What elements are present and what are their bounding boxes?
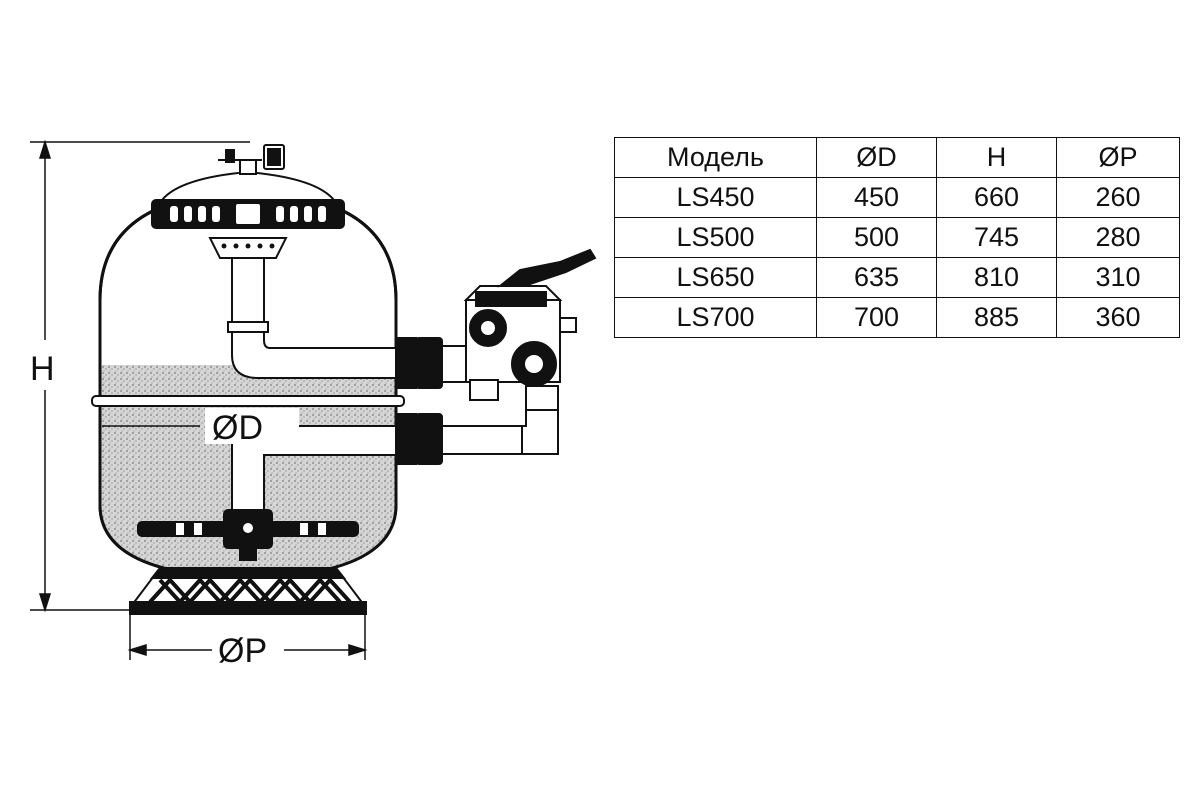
cell-base: 280 — [1056, 217, 1180, 258]
cell-base: 260 — [1056, 177, 1180, 218]
cell-height: 660 — [936, 177, 1057, 218]
height-label-bg — [28, 340, 62, 390]
base-label: ØP — [218, 632, 267, 670]
table-row: LS500 500 745 280 — [614, 217, 1180, 258]
internal-pipes — [137, 237, 399, 561]
cell-height: 745 — [936, 217, 1057, 258]
header-diameter: ØD — [816, 137, 937, 178]
header-model: Модель — [614, 137, 817, 178]
cell-model: LS450 — [614, 177, 817, 218]
cell-model: LS700 — [614, 297, 817, 338]
cell-model: LS500 — [614, 217, 817, 258]
height-label: H — [30, 350, 55, 388]
spec-table: Модель ØD H ØP LS450 450 660 260 LS500 5… — [614, 137, 1180, 338]
header-height: H — [936, 137, 1057, 178]
multiport-valve — [463, 248, 597, 411]
table-row: LS700 700 885 360 — [614, 297, 1180, 338]
cell-diameter: 700 — [816, 297, 937, 338]
tank-band — [91, 395, 405, 407]
pipe-unions — [395, 337, 559, 465]
table-row: LS450 450 660 260 — [614, 177, 1180, 218]
cell-height: 810 — [936, 257, 1057, 298]
diameter-label-bg — [205, 408, 299, 444]
cell-height: 885 — [936, 297, 1057, 338]
tank-lid — [151, 144, 345, 229]
table-header-row: Модель ØD H ØP — [614, 137, 1180, 178]
cell-model: LS650 — [614, 257, 817, 298]
cell-diameter: 500 — [816, 217, 937, 258]
cell-diameter: 450 — [816, 177, 937, 218]
base-dimension — [127, 615, 368, 660]
base-stand — [129, 567, 367, 615]
table-row: LS650 635 810 310 — [614, 257, 1180, 298]
diameter-label: ØD — [212, 409, 263, 447]
cell-base: 310 — [1056, 257, 1180, 298]
cell-base: 360 — [1056, 297, 1180, 338]
header-base: ØP — [1056, 137, 1180, 178]
cell-diameter: 635 — [816, 257, 937, 298]
